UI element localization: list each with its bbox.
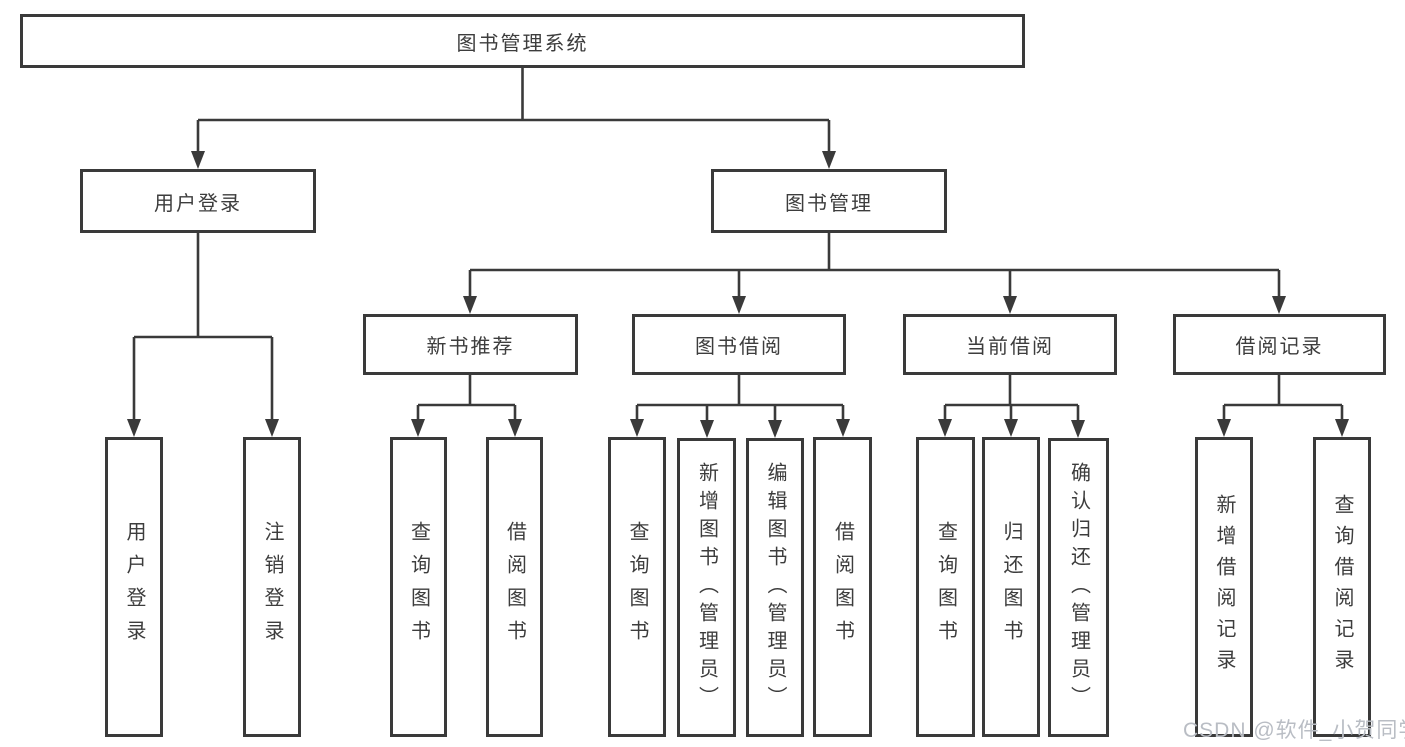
node-label: 归还图书 <box>1000 521 1022 653</box>
node-query-books: 查询图书 <box>916 437 975 737</box>
node-current-borrowing: 当前借阅 <box>903 314 1117 375</box>
csdn-watermark: CSDN @软件_小贺同学 <box>1183 719 1405 742</box>
node-borrow-books: 借阅图书 <box>486 437 543 737</box>
node-book-management: 图书管理 <box>711 169 947 233</box>
node-user-login: 用户登录 <box>105 437 163 737</box>
node-label: 借阅记录 <box>1235 336 1324 358</box>
node-confirm-return-admin: 确认归还（管理员） <box>1048 438 1109 737</box>
node-return-books: 归还图书 <box>982 437 1040 737</box>
node-label: 新书推荐 <box>426 336 515 358</box>
node-label: 查询借阅记录 <box>1331 494 1353 680</box>
node-label: 借阅图书 <box>831 521 854 653</box>
node-label: 用户登录 <box>123 521 145 653</box>
node-borrow-books: 借阅图书 <box>813 437 872 737</box>
node-label: 图书借阅 <box>695 336 783 358</box>
node-query-books: 查询图书 <box>390 437 447 737</box>
node-add-borrow-record: 新增借阅记录 <box>1195 437 1253 737</box>
node-user-login-branch: 用户登录 <box>80 169 316 233</box>
node-label: 借阅图书 <box>503 521 526 653</box>
node-new-book-recommendation: 新书推荐 <box>363 314 578 375</box>
node-query-books: 查询图书 <box>608 437 666 737</box>
node-label: 用户登录 <box>154 192 242 215</box>
node-label: 图书管理系统 <box>456 32 589 55</box>
node-label: 查询图书 <box>407 521 430 653</box>
node-edit-books-admin: 编辑图书（管理员） <box>746 438 804 737</box>
node-label: 新增借阅记录 <box>1213 494 1235 680</box>
node-label: 注销登录 <box>261 521 283 653</box>
node-add-books-admin: 新增图书（管理员） <box>677 438 736 737</box>
node-label: 新增图书（管理员） <box>695 461 718 714</box>
node-label: 查询图书 <box>934 521 957 653</box>
node-borrowing-records: 借阅记录 <box>1173 314 1386 375</box>
node-book-borrowing: 图书借阅 <box>632 314 846 375</box>
node-label: 查询图书 <box>626 521 648 653</box>
node-label: 当前借阅 <box>966 336 1054 358</box>
node-label: 编辑图书（管理员） <box>764 461 786 714</box>
node-label: 图书管理 <box>785 192 873 215</box>
node-label: 确认归还（管理员） <box>1067 461 1090 714</box>
node-query-borrow-record: 查询借阅记录 <box>1313 437 1371 737</box>
node-library-management-system: 图书管理系统 <box>20 14 1025 68</box>
node-logout: 注销登录 <box>243 437 301 737</box>
